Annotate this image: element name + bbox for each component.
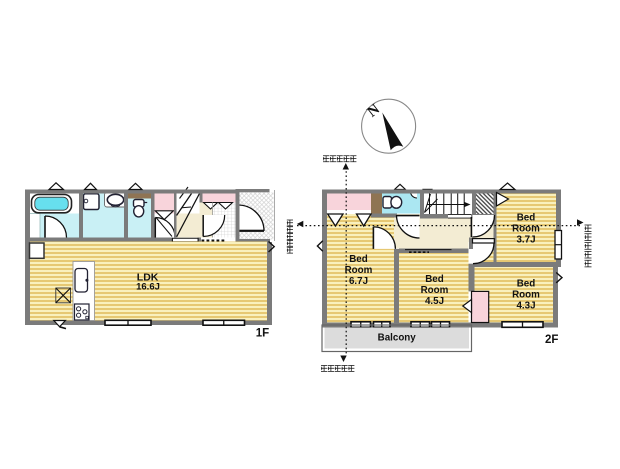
svg-text:Bed: Bed [425,274,444,285]
svg-text:Balcony: Balcony [378,332,417,343]
svg-text:2F: 2F [545,334,558,346]
svg-text:3.7J: 3.7J [516,235,535,246]
svg-text:Room: Room [421,285,449,296]
svg-text:Room: Room [345,265,373,276]
svg-text:Room: Room [512,224,540,235]
svg-text:4.3J: 4.3J [516,301,535,312]
svg-text:6.7J: 6.7J [349,276,368,287]
svg-text:Room: Room [512,290,540,301]
svg-text:Bed: Bed [517,279,536,290]
svg-text:Bed: Bed [517,213,536,224]
svg-text:16.6J: 16.6J [136,282,160,293]
svg-text:LDK: LDK [137,272,159,284]
svg-text:1F: 1F [256,328,269,340]
svg-text:4.5J: 4.5J [425,296,444,307]
svg-text:Bed: Bed [349,254,368,265]
